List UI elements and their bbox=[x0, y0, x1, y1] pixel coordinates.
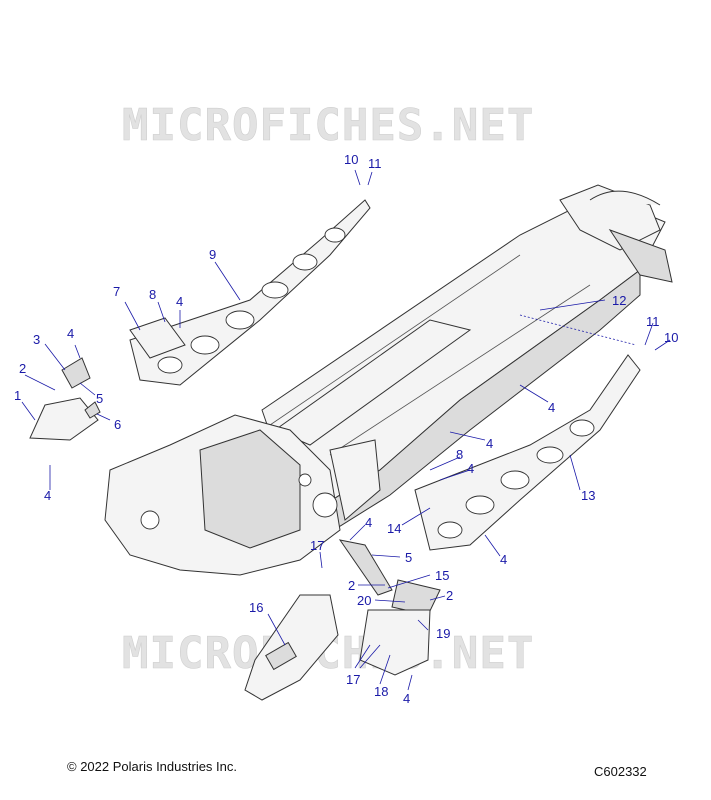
callout-2-center: 2 bbox=[348, 578, 355, 593]
watermark-top: MICROFICHES.NET bbox=[122, 100, 534, 151]
callout-4-center: 4 bbox=[365, 515, 372, 530]
callout-8-right: 8 bbox=[456, 447, 463, 462]
parts-18-20-guard bbox=[359, 579, 441, 676]
callout-12: 12 bbox=[612, 293, 626, 308]
callout-17-bottom: 17 bbox=[346, 672, 360, 687]
callout-1: 1 bbox=[14, 388, 21, 403]
callout-4-tunnel-mid: 4 bbox=[486, 436, 493, 451]
callout-17-top: 17 bbox=[310, 538, 324, 553]
diagram-id: C602332 bbox=[594, 764, 647, 779]
callout-3: 3 bbox=[33, 332, 40, 347]
callout-19: 19 bbox=[436, 626, 450, 641]
callout-16: 16 bbox=[249, 600, 263, 615]
left-brackets bbox=[29, 357, 101, 441]
callout-13: 13 bbox=[581, 488, 595, 503]
callout-2-right: 2 bbox=[446, 588, 453, 603]
callout-6: 6 bbox=[114, 417, 121, 432]
callout-4-part13-low: 4 bbox=[500, 552, 507, 567]
callout-5-left: 5 bbox=[96, 391, 103, 406]
callout-9: 9 bbox=[209, 247, 216, 262]
callout-4-upper-left: 4 bbox=[67, 326, 74, 341]
part-16-guard bbox=[244, 594, 339, 701]
callout-20: 20 bbox=[357, 593, 371, 608]
callout-11-top: 11 bbox=[368, 156, 382, 171]
callout-8-left: 8 bbox=[149, 287, 156, 302]
callout-14: 14 bbox=[387, 521, 401, 536]
callout-18: 18 bbox=[374, 684, 388, 699]
callout-10-right: 10 bbox=[664, 330, 678, 345]
part-9-rail bbox=[129, 199, 371, 386]
leader-lines bbox=[21, 169, 671, 691]
part-15 bbox=[338, 539, 393, 596]
callout-11-right: 11 bbox=[646, 314, 660, 329]
callout-4-part9: 4 bbox=[176, 294, 183, 309]
copyright-text: © 2022 Polaris Industries Inc. bbox=[67, 759, 237, 774]
callout-labels: 10 11 9 7 8 4 3 4 2 5 1 6 4 12 11 10 4 4… bbox=[14, 152, 678, 706]
callout-4-bottom: 4 bbox=[403, 691, 410, 706]
chassis-tunnel bbox=[261, 184, 673, 549]
callout-4-part13: 4 bbox=[467, 461, 474, 476]
part-13-rail bbox=[414, 354, 641, 551]
callout-15: 15 bbox=[435, 568, 449, 583]
callout-4-tunnel-right: 4 bbox=[548, 400, 555, 415]
callout-10-top: 10 bbox=[344, 152, 358, 167]
callout-2-left: 2 bbox=[19, 361, 26, 376]
callout-5-center: 5 bbox=[405, 550, 412, 565]
callout-4-lower-left: 4 bbox=[44, 488, 51, 503]
front-bulkhead bbox=[104, 414, 381, 576]
callout-7: 7 bbox=[113, 284, 120, 299]
